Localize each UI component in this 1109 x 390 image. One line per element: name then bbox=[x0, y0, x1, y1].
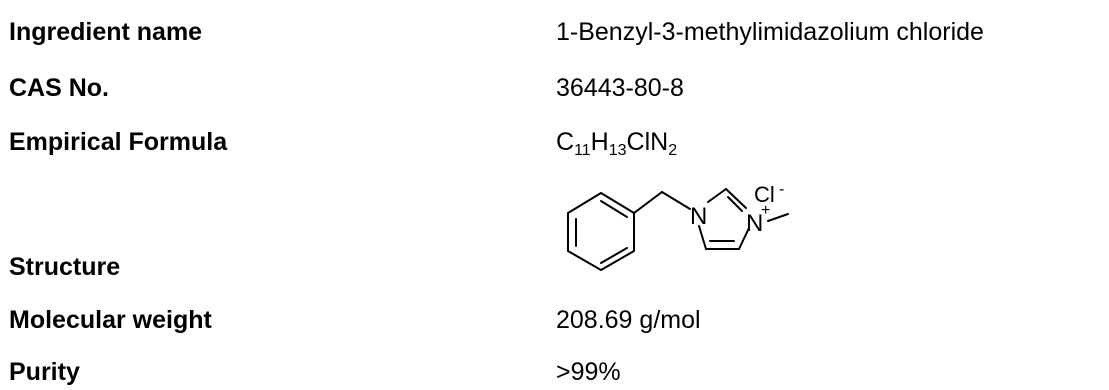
ring-bond-c2-n3-a bbox=[725, 188, 747, 209]
molecular-weight-value: 208.69 g/mol bbox=[556, 306, 701, 334]
chemical-structure-diagram: N N + Cl - bbox=[567, 186, 789, 271]
benzyl-bond-2 bbox=[661, 191, 691, 210]
chloride-atom: Cl bbox=[754, 186, 775, 207]
ring-bond-c2-n3-b bbox=[727, 196, 743, 212]
purity-label: Purity bbox=[9, 358, 80, 386]
ingredient-name-value: 1-Benzyl-3-methylimidazolium chloride bbox=[556, 18, 984, 46]
benzyl-bond-1 bbox=[633, 191, 663, 214]
molecular-weight-label: Molecular weight bbox=[9, 306, 212, 334]
positive-charge: + bbox=[761, 202, 770, 219]
formula-c-count: 11 bbox=[574, 142, 591, 159]
empirical-formula-value: C11H13ClN2 bbox=[556, 127, 678, 159]
benzene-ring bbox=[567, 192, 635, 271]
formula-c: C bbox=[556, 128, 575, 156]
benzene-double-bond-2 bbox=[600, 200, 628, 218]
empirical-formula-label: Empirical Formula bbox=[9, 128, 228, 156]
methyl-bond bbox=[767, 213, 789, 222]
formula-cln: ClN bbox=[626, 128, 669, 156]
structure-label: Structure bbox=[9, 253, 121, 281]
cas-number-value: 36443-80-8 bbox=[556, 74, 684, 102]
ring-bond-n1-c2 bbox=[707, 188, 727, 203]
formula-h: H bbox=[590, 128, 609, 156]
ring-bond-n3-c4 bbox=[738, 227, 750, 250]
nitrogen-3-atom: N bbox=[746, 210, 763, 237]
ingredient-name-label: Ingredient name bbox=[9, 18, 203, 46]
cas-number-label: CAS No. bbox=[9, 74, 109, 102]
formula-h-count: 13 bbox=[608, 142, 627, 159]
negative-charge: - bbox=[779, 186, 784, 198]
benzene-double-bond-3 bbox=[600, 247, 628, 264]
formula-n-count: 2 bbox=[668, 142, 678, 159]
purity-value: >99% bbox=[556, 358, 621, 386]
ring-bond-c5-n1 bbox=[698, 225, 707, 250]
nitrogen-1-atom: N bbox=[690, 203, 707, 230]
